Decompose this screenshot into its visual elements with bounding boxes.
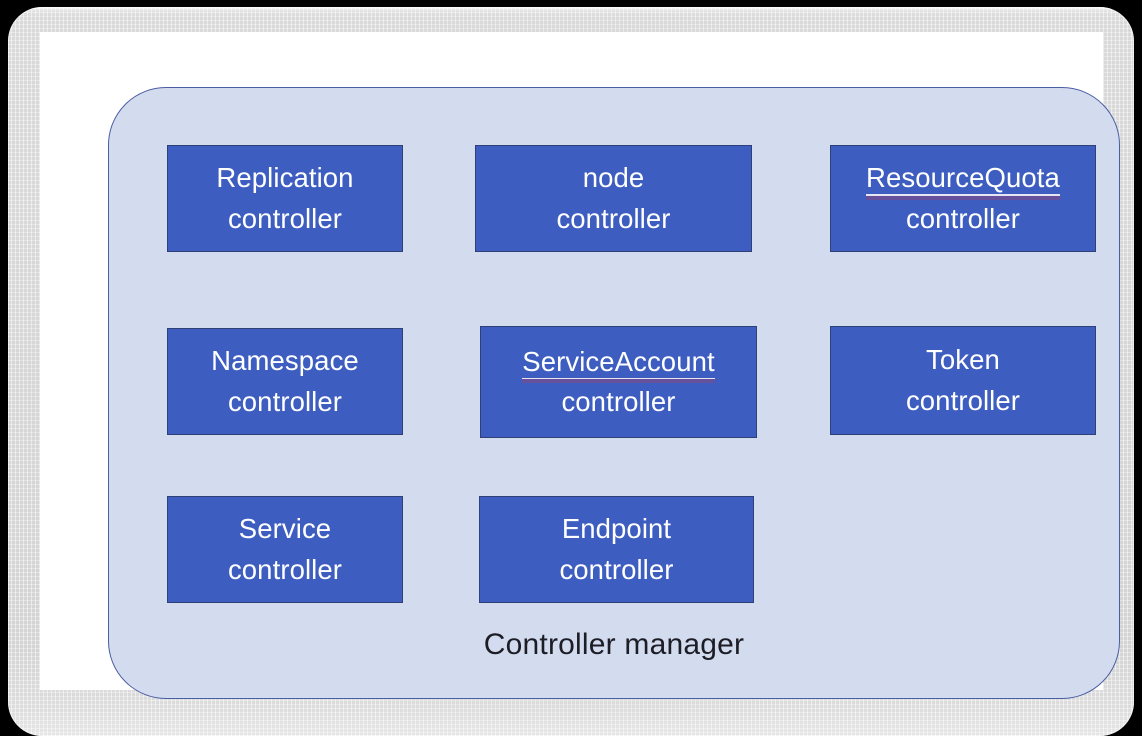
controller-box-title: Endpoint xyxy=(561,513,672,545)
controller-box-subtitle: controller xyxy=(905,384,1021,416)
controller-box-serviceaccount[interactable]: ServiceAccount controller xyxy=(480,326,757,438)
controller-box-namespace[interactable]: Namespace controller xyxy=(167,328,403,435)
controller-box-subtitle: controller xyxy=(227,202,343,234)
controller-box-title: Service xyxy=(238,513,332,545)
controller-box-node[interactable]: node controller xyxy=(475,145,752,252)
controller-box-token[interactable]: Token controller xyxy=(830,326,1096,435)
controller-box-subtitle: controller xyxy=(905,202,1021,234)
controller-box-subtitle: controller xyxy=(227,385,343,417)
controller-box-title: Replication xyxy=(216,162,354,194)
controller-manager-container: Replication controller node controller R… xyxy=(108,87,1120,699)
controller-box-service[interactable]: Service controller xyxy=(167,496,403,603)
controller-box-title: Namespace xyxy=(211,345,359,377)
controller-box-title: ResourceQuota xyxy=(866,158,1060,200)
controller-box-subtitle: controller xyxy=(227,553,343,585)
controller-box-endpoint[interactable]: Endpoint controller xyxy=(479,496,754,603)
controller-box-replication[interactable]: Replication controller xyxy=(167,145,403,252)
controller-box-subtitle: controller xyxy=(559,553,674,585)
controller-box-title: node xyxy=(582,162,645,194)
diagram-canvas: Replication controller node controller R… xyxy=(40,32,1120,699)
controller-box-title: ServiceAccount xyxy=(522,342,716,384)
controller-manager-caption: Controller manager xyxy=(483,628,745,661)
controller-box-resourcequota[interactable]: ResourceQuota controller xyxy=(830,145,1096,252)
controller-box-subtitle: controller xyxy=(556,202,671,234)
controller-box-title: Token xyxy=(926,344,1000,376)
controller-box-subtitle: controller xyxy=(561,386,676,417)
